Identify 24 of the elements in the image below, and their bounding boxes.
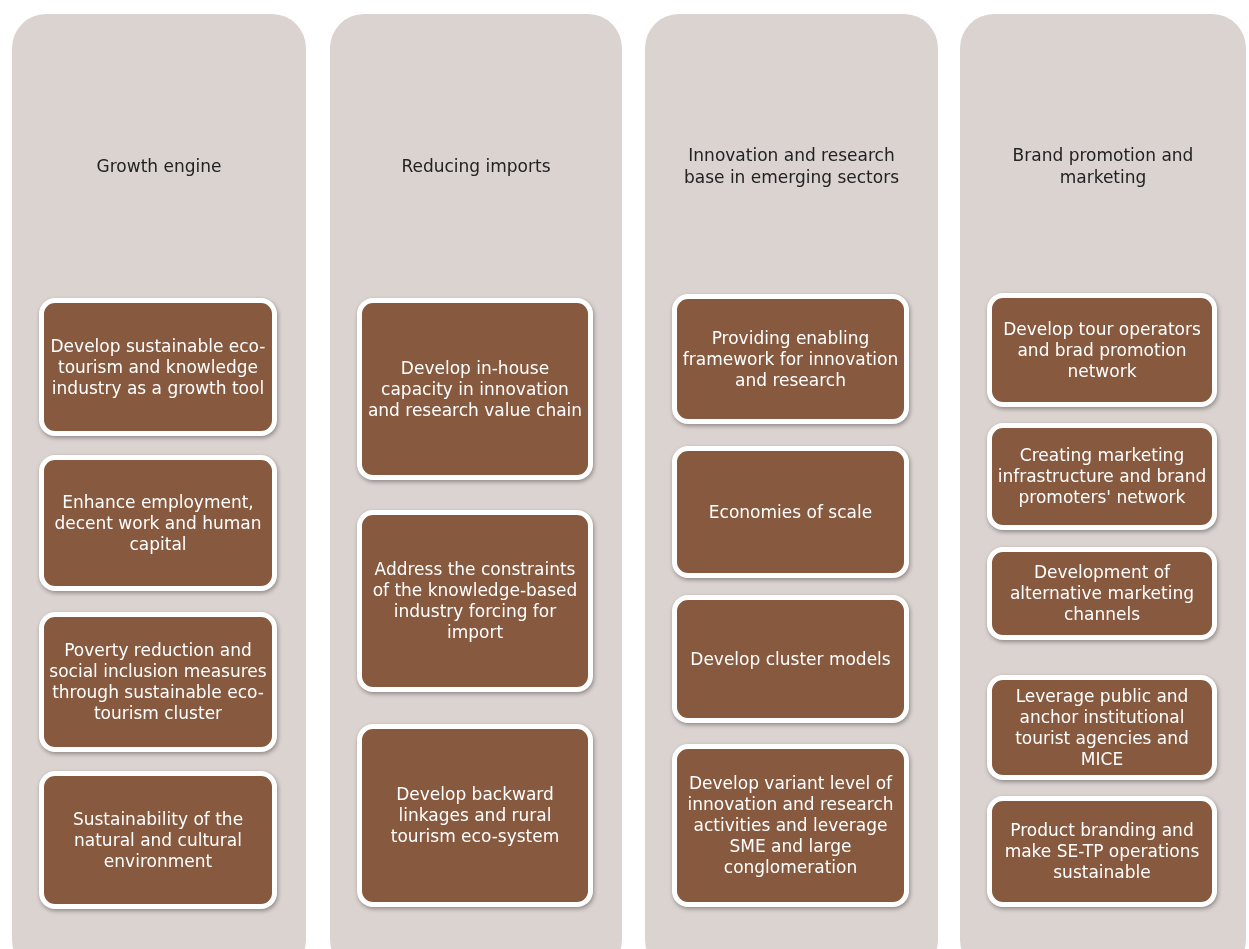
- item-box: Enhance employment, decent work and human capital: [39, 455, 277, 591]
- item-box: Development of alternative marketing channels: [987, 547, 1217, 640]
- item-box: Develop tour operators and brad promotion network: [987, 293, 1217, 407]
- column-heading: Growth engine: [95, 155, 223, 178]
- item-box: Economies of scale: [672, 446, 909, 578]
- item-box: Product branding and make SE-TP operations sustainable: [987, 796, 1217, 907]
- column-heading: Reducing imports: [400, 155, 552, 178]
- column-panel: [645, 14, 938, 949]
- column-panel: [12, 14, 306, 949]
- column-heading: Innovation and research base in emerging sectors: [682, 144, 901, 189]
- column-panel: [330, 14, 622, 949]
- item-box: Providing enabling framework for innovation and research: [672, 294, 909, 424]
- item-box: Address the constraints of the knowledge-based industry forcing for import: [357, 510, 593, 692]
- item-box: Develop sustainable eco-tourism and knowledge industry as a growth tool: [39, 298, 277, 436]
- column-panel: [960, 14, 1246, 949]
- item-box: Sustainability of the natural and cultural environment: [39, 771, 277, 909]
- item-box: Develop variant level of innovation and research activities and leverage SME and large conglomeration: [672, 744, 909, 907]
- item-box: Develop in-house capacity in innovation and research value chain: [357, 298, 593, 480]
- item-box: Leverage public and anchor institutional tourist agencies and MICE: [987, 675, 1217, 780]
- item-box: Develop cluster models: [672, 595, 909, 723]
- column-heading: Brand promotion and marketing: [1011, 144, 1195, 189]
- item-box: Creating marketing infrastructure and brand promoters' network: [987, 423, 1217, 530]
- item-box: Poverty reduction and social inclusion measures through sustainable eco-tourism cluster: [39, 612, 277, 752]
- item-box: Develop backward linkages and rural tourism eco-system: [357, 724, 593, 907]
